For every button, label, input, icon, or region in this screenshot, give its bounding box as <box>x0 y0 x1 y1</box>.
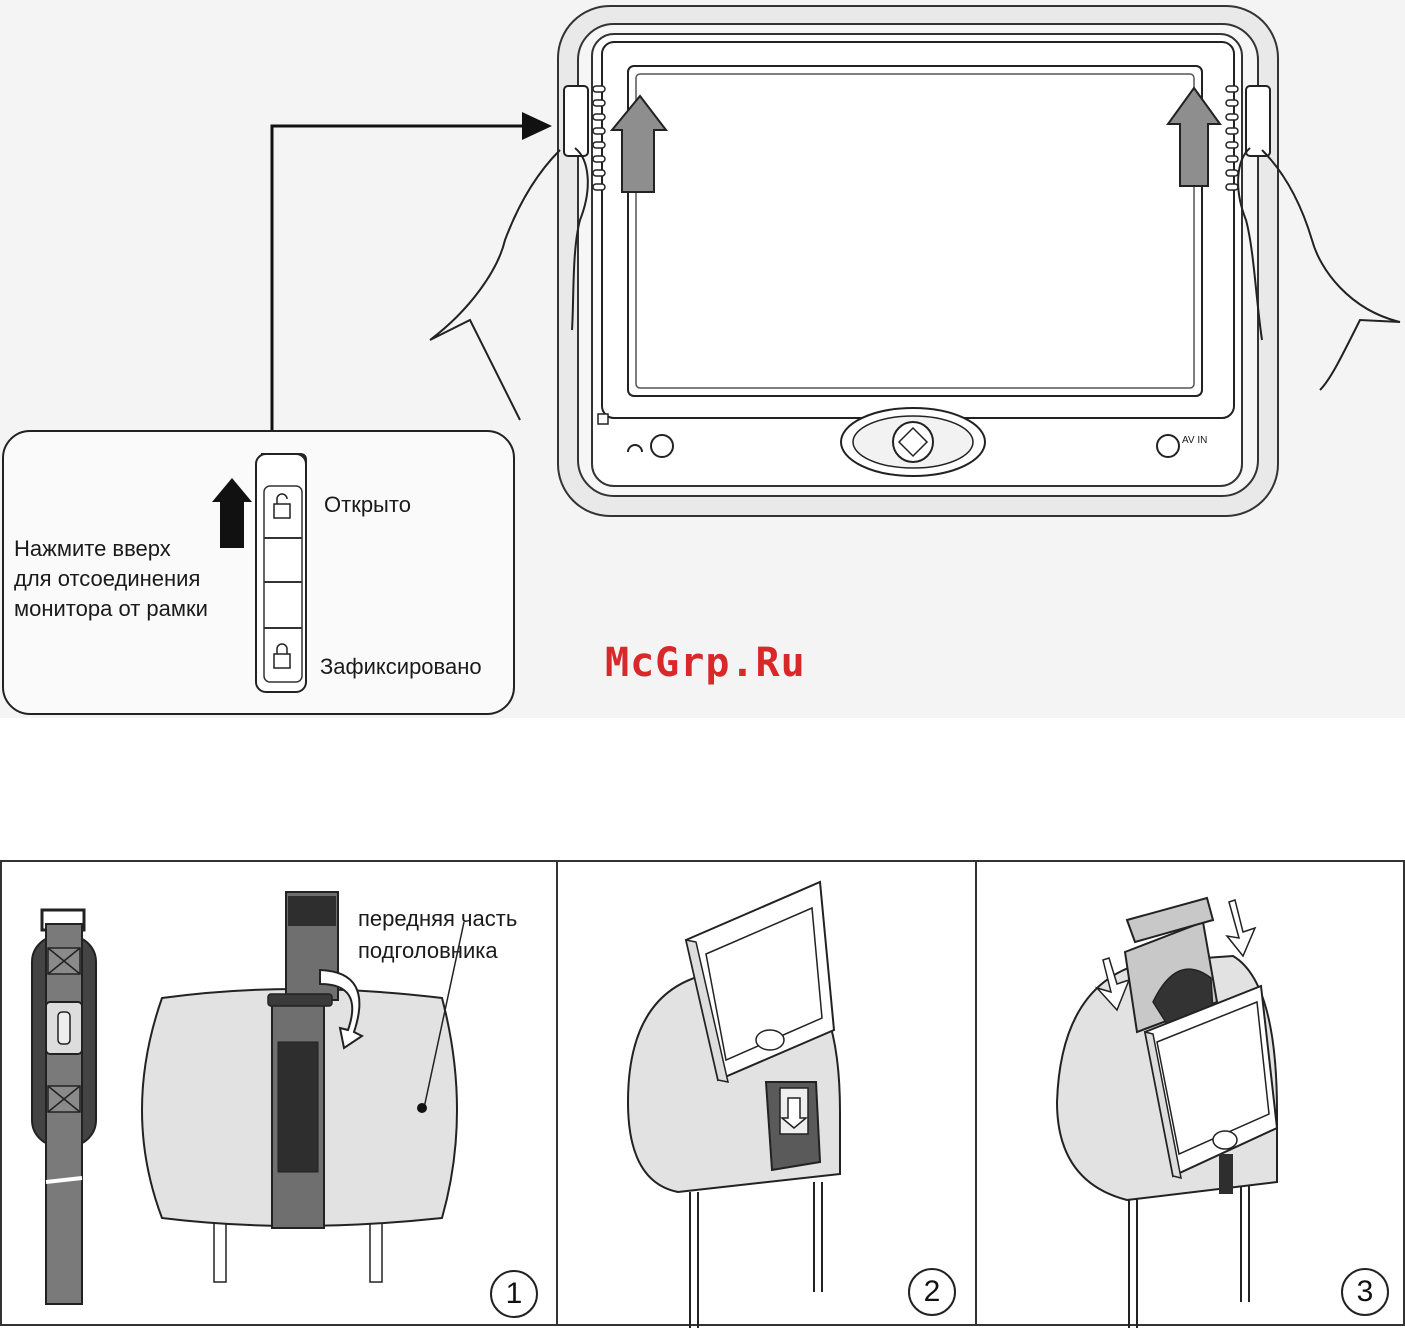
watermark-text: McGrp.Ru <box>605 640 806 686</box>
step-3-illustration <box>977 862 1405 1328</box>
step-number-2: 2 <box>908 1268 956 1316</box>
instruction-line-3: монитора от рамки <box>14 594 208 624</box>
headrest-front-label-2: подголовника <box>358 936 498 966</box>
locked-label: Зафиксировано <box>320 652 482 682</box>
step-panel-2: 2 <box>556 860 977 1326</box>
step-number-3: 3 <box>1341 1268 1389 1316</box>
instruction-line-2: для отсоединения <box>14 564 200 594</box>
step-panel-1: передняя часть подголовника 1 <box>0 860 558 1326</box>
step-number-1: 1 <box>490 1270 538 1318</box>
headrest-front-label-1: передняя часть <box>358 904 517 934</box>
latch-detail <box>0 0 1405 718</box>
open-label: Открыто <box>324 490 411 520</box>
instruction-line-1: Нажмите вверх <box>14 534 171 564</box>
step-panel-3: 3 <box>975 860 1405 1326</box>
step-2-illustration <box>558 862 979 1328</box>
